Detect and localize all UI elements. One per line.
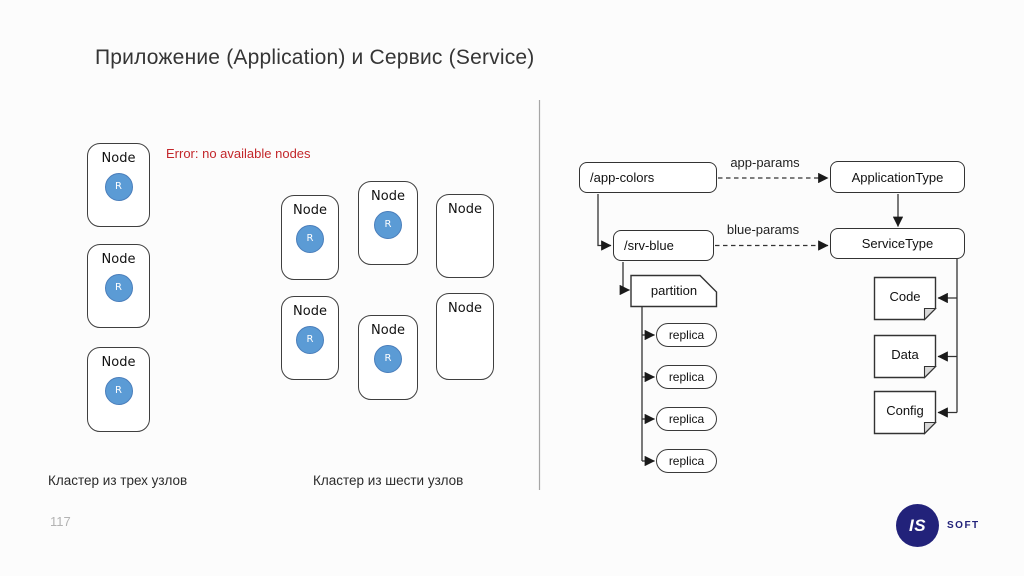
node-box: Node R [87, 347, 150, 432]
cluster3-caption: Кластер из трех узлов [48, 473, 188, 488]
cluster6-caption: Кластер из шести узлов [313, 473, 464, 488]
node-label: Node [293, 203, 327, 218]
blue-params-label: blue-params [726, 222, 800, 237]
app-params-label: app-params [730, 155, 800, 170]
replica-pill: replica [656, 449, 717, 473]
replica-circle: R [104, 274, 133, 302]
node-label: Node [371, 189, 405, 204]
page-number: 117 [50, 514, 71, 529]
node-label: Node [371, 323, 405, 338]
replica-circle: R [104, 377, 133, 405]
data-doc-label: Data [891, 346, 919, 362]
node-box: Node [436, 194, 494, 278]
replica-circle: R [374, 211, 402, 239]
replica-circle: R [296, 326, 324, 354]
company-logo: IS SOFT [896, 504, 980, 547]
logo-is-badge: IS [896, 504, 939, 547]
node-label: Node [101, 151, 136, 166]
page-title: Приложение (Application) и Сервис (Servi… [95, 46, 535, 69]
node-box: Node R [281, 195, 339, 280]
replica-pill: replica [656, 407, 717, 431]
node-label: Node [448, 202, 482, 217]
error-message: Error: no available nodes [166, 146, 311, 161]
node-box: Node R [87, 143, 150, 227]
node-box: Node [436, 293, 494, 380]
application-type-box: ApplicationType [830, 161, 965, 193]
srv-blue-box: /srv-blue [613, 230, 714, 261]
partition-label: partition [650, 283, 698, 298]
node-label: Node [448, 301, 482, 316]
edge-appcolors-to-srvblue [597, 194, 612, 251]
edge-srvblue-to-partition [619, 262, 631, 296]
node-label: Node [101, 355, 136, 370]
node-box: Node R [358, 315, 418, 400]
node-box: Node R [358, 181, 418, 265]
logo-soft-text: SOFT [947, 520, 980, 531]
node-label: Node [293, 304, 327, 319]
replica-circle: R [374, 345, 402, 373]
replica-pill: replica [656, 323, 717, 347]
replica-circle: R [104, 173, 133, 201]
node-label: Node [101, 252, 136, 267]
app-colors-box: /app-colors [579, 162, 717, 193]
replica-pill: replica [656, 365, 717, 389]
node-box: Node R [281, 296, 339, 380]
config-doc-label: Config [886, 402, 924, 418]
service-type-box: ServiceType [830, 228, 965, 259]
node-box: Node R [87, 244, 150, 328]
code-doc-label: Code [889, 288, 921, 304]
replica-circle: R [296, 225, 324, 253]
